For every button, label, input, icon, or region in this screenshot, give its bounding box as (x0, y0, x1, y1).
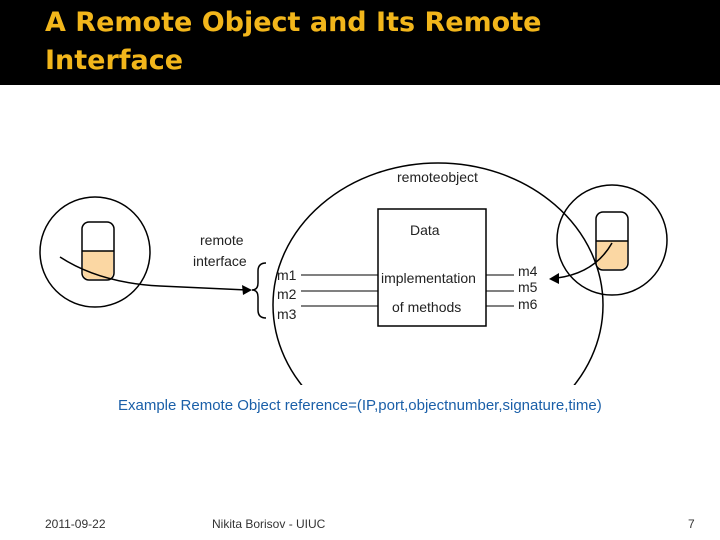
left-process-circle (39, 196, 151, 308)
right-process-circle (556, 184, 668, 296)
diagram-canvas (39, 162, 668, 385)
implementation-label-1: implementation (381, 270, 476, 286)
slide-title: A Remote Object and Its Remote Interface (45, 7, 542, 76)
remote-interface-label-2: interface (193, 253, 247, 269)
method-label-m5: m5 (518, 279, 538, 295)
method-label-m2: m2 (277, 286, 297, 302)
footer-page-number: 7 (688, 517, 695, 531)
invocation-arrow-left (59, 256, 248, 291)
remote-object-ellipse (272, 162, 604, 385)
example-reference-text: Example Remote Object reference=(IP,port… (118, 397, 602, 414)
data-box (377, 208, 487, 327)
method-label-m4: m4 (518, 263, 538, 279)
method-label-m6: m6 (518, 296, 538, 312)
footer-author: Nikita Borisov - UIUC (212, 517, 326, 531)
method-label-m3: m3 (277, 306, 297, 322)
remoteobject-label: remoteobject (397, 169, 478, 185)
title-bar (0, 0, 720, 85)
method-label-m1: m1 (277, 267, 297, 283)
footer-date: 2011-09-22 (45, 517, 106, 531)
remote-interface-label-1: remote (200, 232, 244, 248)
data-label: Data (410, 222, 440, 238)
interface-brace (251, 262, 267, 319)
invocation-arrow-right-head (549, 273, 559, 284)
invocation-arrow-left-head (242, 285, 252, 295)
invocation-arrow-right (556, 242, 613, 279)
right-process-fill (597, 241, 627, 269)
implementation-label-2: of methods (392, 299, 462, 315)
